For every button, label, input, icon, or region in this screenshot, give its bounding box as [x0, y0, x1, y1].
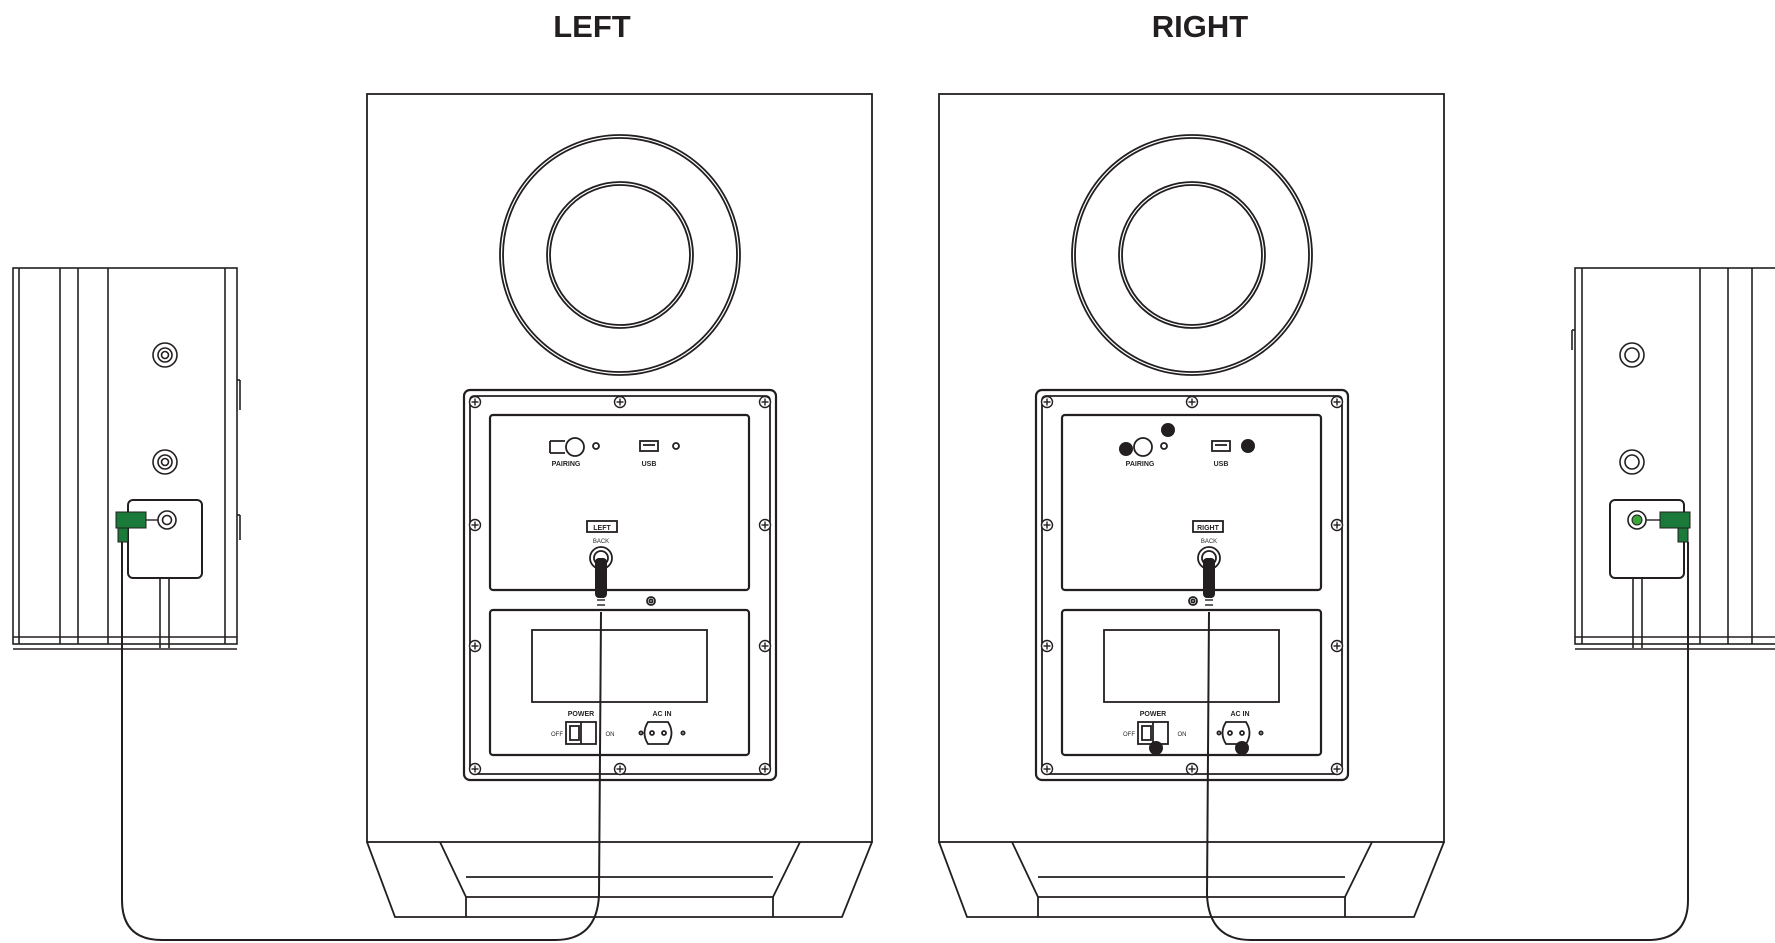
right-panel-screws	[1040, 395, 1344, 776]
left-bass-port-icon	[499, 134, 741, 376]
right-bass-port-icon	[1071, 134, 1313, 376]
right-speaker-cable-icon	[1205, 542, 1689, 941]
left-ac-inlet-icon	[638, 721, 686, 745]
left-speaker-cable-icon	[121, 542, 602, 941]
right-satellite-jack-green-icon	[1627, 510, 1660, 530]
right-usb-label: USB	[1214, 461, 1229, 468]
right-panel-indicator-dots	[1119, 423, 1255, 755]
right-power-label: POWER	[1140, 711, 1166, 718]
right-main-speaker	[938, 93, 1445, 918]
satellite-jack-top-icon	[152, 342, 178, 368]
speaker-cables	[121, 542, 1689, 941]
left-pairing-led-icon	[592, 442, 600, 450]
right-heading: RIGHT	[1152, 9, 1249, 44]
right-satellite-plug-icon	[1659, 511, 1691, 543]
satellite-right-jack-middle-icon	[1619, 449, 1645, 475]
right-pairing-button-icon	[1133, 437, 1153, 457]
satellite-input-jack-icon	[157, 510, 177, 530]
left-off-label: OFF	[551, 732, 563, 738]
left-satellite-speaker	[12, 267, 241, 650]
right-pairing-label: PAIRING	[1126, 461, 1155, 468]
left-acin-label: AC IN	[652, 711, 671, 718]
left-usb-label: USB	[642, 461, 657, 468]
left-on-label: ON	[606, 732, 615, 738]
right-back-label: BACK	[1201, 539, 1217, 545]
left-power-label: POWER	[568, 711, 594, 718]
left-heading: LEFT	[553, 9, 631, 44]
left-panel-screws	[468, 395, 772, 776]
right-satellite-speaker	[1571, 267, 1775, 650]
right-rca-plug-icon	[1203, 558, 1215, 611]
left-power-switch-icon	[565, 721, 597, 745]
left-usb-port-icon	[639, 440, 659, 452]
right-channel-tag: RIGHT	[1197, 525, 1220, 532]
left-pairing-label: PAIRING	[552, 461, 581, 468]
left-rca-plug-icon	[595, 558, 607, 611]
satellite-jack-middle-icon	[152, 449, 178, 475]
right-off-label: OFF	[1123, 732, 1135, 738]
right-ac-inlet-icon	[1216, 721, 1264, 745]
left-back-label: BACK	[593, 539, 609, 545]
left-main-speaker	[366, 93, 873, 918]
right-power-switch-icon	[1137, 721, 1169, 745]
right-on-label: ON	[1178, 732, 1187, 738]
left-pairing-button-icon	[549, 437, 585, 457]
left-satellite-plug-icon	[115, 511, 158, 543]
left-channel-tag: LEFT	[593, 525, 611, 532]
left-usb-led-icon	[672, 442, 680, 450]
right-acin-label: AC IN	[1230, 711, 1249, 718]
right-usb-port-icon	[1211, 440, 1231, 452]
satellite-right-jack-top-icon	[1619, 342, 1645, 368]
